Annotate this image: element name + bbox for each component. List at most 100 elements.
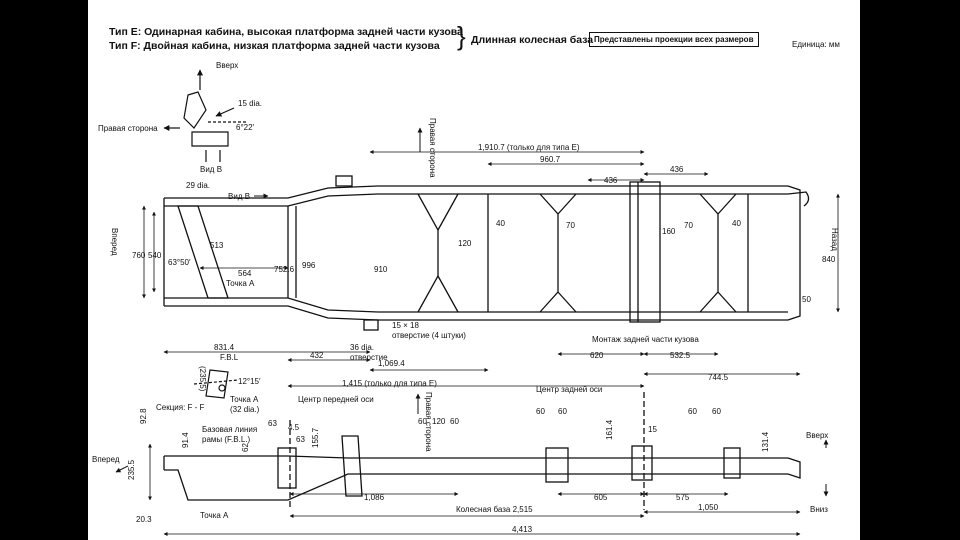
dim-120-side: 120 <box>432 417 446 426</box>
dim-161-4: 161.4 <box>605 419 614 440</box>
fbl-line2: рамы (F.B.L.) <box>202 435 250 444</box>
point-a-side: Точка A <box>200 511 229 520</box>
up-label-side: Вверх <box>806 431 828 440</box>
dim-120: 120 <box>458 239 472 248</box>
dim-620: 620 <box>590 351 604 360</box>
rear-hanger-1 <box>545 447 569 483</box>
dim-831: 831.4 <box>214 343 235 352</box>
front-axle-bracket <box>277 447 297 489</box>
dim-235-5: 235.5 <box>127 459 136 480</box>
bracket-top-1 <box>335 175 353 187</box>
view-b-right-side-label: Правая сторона <box>98 124 158 133</box>
rear-hanger-2 <box>631 445 653 481</box>
dim-40a: 40 <box>496 219 505 228</box>
cross-member-3b <box>437 193 459 313</box>
right-rail-inner <box>164 297 788 313</box>
bracket-legs <box>205 150 221 162</box>
dim-752: 752.6 <box>274 265 295 274</box>
dim-20-3: 20.3 <box>136 515 152 524</box>
rear-end <box>787 185 801 321</box>
drawing-sheet: Тип E: Одинарная кабина, высокая платфор… <box>88 0 860 540</box>
dim-131-4: 131.4 <box>761 431 770 452</box>
dim-760: 760 <box>132 251 146 260</box>
detail-view-b <box>163 69 248 162</box>
down-label-side: Вниз <box>810 505 828 514</box>
dim-513: 513 <box>210 241 224 250</box>
dim-575: 575 <box>676 493 690 502</box>
dim-60c: 60 <box>536 407 545 416</box>
section-ff-fbl: F.B.L <box>220 353 239 362</box>
dim-angle-63: 63°50′ <box>168 258 191 267</box>
dim-155-7: 155.7 <box>311 427 320 448</box>
dim-1910: 1,910.7 (только для типа E) <box>478 143 580 152</box>
rear-hook <box>787 191 810 207</box>
rear-label-top: Назад <box>830 228 839 251</box>
dim-15: 15 <box>648 425 657 434</box>
dim-996: 996 <box>302 261 316 270</box>
dim-63a: 63 <box>268 419 277 428</box>
header-type-f: Тип F: Двойная кабина, низкая платформа … <box>109 40 440 52</box>
top-view-dimensions <box>142 150 840 388</box>
right-side-marker-top: Правая сторона <box>428 118 437 178</box>
dim-1415: 1,415 (только для типа E) <box>342 379 437 388</box>
section-ff-profile <box>205 369 229 399</box>
dim-92-8: 92.8 <box>139 408 148 424</box>
rear-axle-label: Центр задней оси <box>536 385 602 394</box>
dim-70a: 70 <box>566 221 575 230</box>
dim-436b: 436 <box>604 176 618 185</box>
cross-member-7 <box>699 193 737 313</box>
dim-60f: 60 <box>712 407 721 416</box>
dim-70b: 70 <box>684 221 693 230</box>
forward-arrow-icon <box>115 465 129 473</box>
section-ff-point-a: Точка A <box>230 395 259 404</box>
cross-member-5 <box>539 193 577 313</box>
view-b-arrow-label: Вид B <box>228 192 250 201</box>
dim-62: 62 <box>241 443 250 452</box>
forward-label-side: Вперед <box>92 455 120 464</box>
view-b-hole-dia: 15 dia. <box>238 99 262 108</box>
header-wheelbase: Длинная колесная база <box>471 34 594 46</box>
cross-member-6 <box>629 181 661 323</box>
dim-63b: 63 <box>296 435 305 444</box>
dim-960: 960.7 <box>540 155 561 164</box>
fbl-line1: Базовая линия <box>202 425 257 434</box>
side-view-dimensions <box>148 443 801 536</box>
right-rail-outer <box>164 305 788 321</box>
front-axle-label: Центр передней оси <box>298 395 374 404</box>
header-unit: Единица: мм <box>792 40 840 49</box>
section-ff-axis <box>193 379 239 385</box>
side-rail-top <box>164 455 788 459</box>
dim-840: 840 <box>822 255 836 264</box>
front-spring-hanger <box>341 435 363 497</box>
header-projections-note: Представлены проекции всех размеров <box>589 32 759 47</box>
slot-desc: отверстие (4 штуки) <box>392 331 466 340</box>
dim-60e: 60 <box>688 407 697 416</box>
header-type-e: Тип E: Одинарная кабина, высокая платфор… <box>109 26 463 38</box>
body-mount-label: Монтаж задней части кузова <box>592 335 699 344</box>
cross-member-3a <box>417 193 439 313</box>
chassis-drawing: Вверх Правая сторона 15 dia. 6°22′ Вид B <box>92 61 840 536</box>
section-ff <box>193 369 239 399</box>
rear-hanger-3 <box>723 447 741 479</box>
dim-40b: 40 <box>732 219 741 228</box>
dim-2515: Колесная база 2,515 <box>456 505 533 514</box>
dim-160: 160 <box>662 227 676 236</box>
bracket-outline <box>183 91 207 129</box>
dim-60b: 60 <box>450 417 459 426</box>
dim-91-4: 91.4 <box>181 432 190 448</box>
dim-436a: 436 <box>670 165 684 174</box>
section-ff-d235: (235.5) <box>198 366 207 392</box>
dim-910: 910 <box>374 265 388 274</box>
section-ff-hole <box>218 384 226 392</box>
dim-1050: 1,050 <box>698 503 719 512</box>
side-view-frame <box>163 392 801 510</box>
point-a-top: Точка A <box>226 279 255 288</box>
hole-36: 36 dia. <box>350 343 374 352</box>
view-b-angle: 6°22′ <box>236 123 255 132</box>
left-rail-outer <box>164 185 788 199</box>
slot-size: 15 × 18 <box>392 321 419 330</box>
dim-4413: 4,413 <box>512 525 533 534</box>
section-ff-label: Секция: F - F <box>156 403 205 412</box>
left-rail-inner <box>164 193 788 207</box>
section-ff-angle: 12°15′ <box>238 377 261 386</box>
